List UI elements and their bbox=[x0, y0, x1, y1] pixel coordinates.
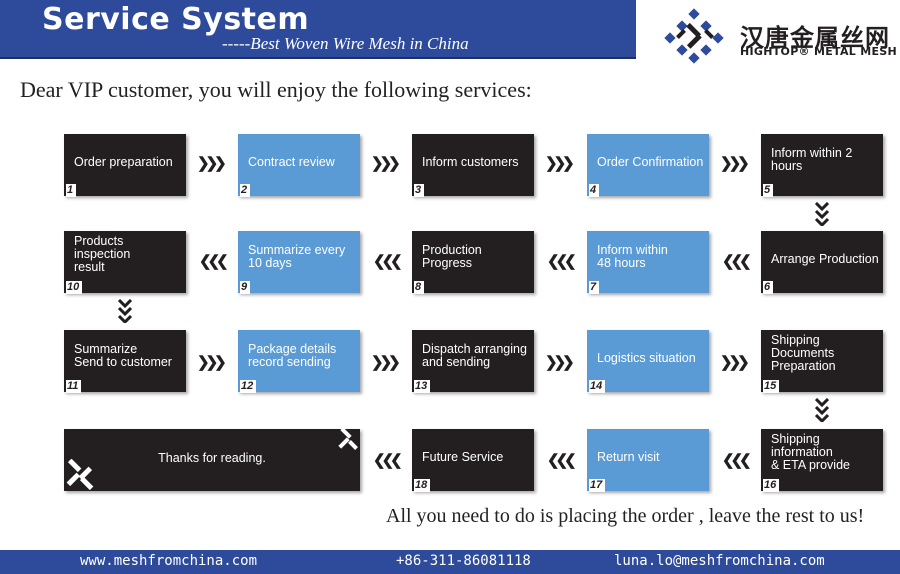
step-label: Order Confirmation bbox=[597, 155, 704, 170]
step-label: Shipping information & ETA provide bbox=[771, 432, 850, 473]
step-number: 15 bbox=[763, 380, 780, 393]
arrow-right-icon: ❯❯❯ bbox=[545, 354, 575, 371]
logo-english-name: HIGHTOP® METAL MESH bbox=[740, 45, 898, 58]
step-shipping-documents-preparation: Shipping Documents Preparation 15 bbox=[761, 330, 883, 393]
arrow-right-icon: ❯❯❯ bbox=[720, 354, 750, 371]
step-inform-customers: Inform customers 3 bbox=[412, 134, 534, 197]
step-order-confirmation: Order Confirmation 4 bbox=[587, 134, 709, 197]
step-future-service: Future Service 18 bbox=[412, 429, 534, 492]
step-label: Contract review bbox=[248, 155, 335, 170]
arrow-down-icon bbox=[815, 202, 829, 226]
arrow-left-icon: ❮❮❮ bbox=[373, 253, 403, 270]
arrow-left-icon: ❮❮❮ bbox=[722, 452, 752, 469]
step-summarize-send-to-customer: Summarize Send to customer 11 bbox=[64, 330, 186, 393]
contact-footer: www.meshfromchina.com +86-311-86081118 l… bbox=[0, 550, 900, 574]
step-label: Products inspection result bbox=[74, 234, 131, 275]
step-summarize-every-10-days: Summarize every 10 days 9 bbox=[238, 231, 360, 294]
step-inform-within-2-hours: Inform within 2 hours 5 bbox=[761, 134, 883, 197]
step-number: 3 bbox=[414, 184, 425, 197]
logo-chinese-name: 汉唐金属丝网 bbox=[740, 24, 890, 52]
step-label: Return visit bbox=[597, 450, 660, 465]
step-label: Inform customers bbox=[422, 155, 519, 170]
step-number: 9 bbox=[240, 281, 251, 294]
arrow-down-icon bbox=[815, 398, 829, 422]
step-contract-review: Contract review 2 bbox=[238, 134, 360, 197]
closing-text: All you need to do is placing the order … bbox=[386, 505, 865, 527]
step-number: 10 bbox=[66, 281, 83, 294]
phone-number[interactable]: +86-311-86081118 bbox=[396, 553, 531, 569]
arrow-left-icon: ❮❮❮ bbox=[722, 253, 752, 270]
step-label: Arrange Production bbox=[771, 252, 879, 267]
arrow-right-icon: ❯❯❯ bbox=[371, 155, 401, 172]
step-number: 11 bbox=[66, 380, 82, 393]
step-label: Summarize Send to customer bbox=[74, 342, 172, 370]
woven-diamond-logo-icon bbox=[664, 8, 724, 64]
step-number: 18 bbox=[414, 479, 431, 492]
step-number: 16 bbox=[763, 479, 780, 492]
email-link[interactable]: luna.lo@meshfromchina.com bbox=[614, 553, 825, 569]
woven-mesh-icon bbox=[338, 429, 358, 450]
company-logo[interactable]: 汉唐金属丝网 HIGHTOP® METAL MESH bbox=[664, 8, 898, 64]
step-label: Dispatch arranging and sending bbox=[422, 342, 527, 370]
step-number: 6 bbox=[763, 281, 774, 294]
step-logistics-situation: Logistics situation 14 bbox=[587, 330, 709, 393]
step-production-progress: Production Progress 8 bbox=[412, 231, 534, 294]
step-package-details-record-sending: Package details record sending 12 bbox=[238, 330, 360, 393]
arrow-down-icon bbox=[118, 299, 132, 323]
step-dispatch-arranging-and-sending: Dispatch arranging and sending 13 bbox=[412, 330, 534, 393]
step-label: Logistics situation bbox=[597, 351, 696, 366]
step-label: Shipping Documents Preparation bbox=[771, 333, 836, 374]
website-link[interactable]: www.meshfromchina.com bbox=[80, 553, 258, 569]
step-number: 12 bbox=[240, 380, 257, 393]
step-label: Summarize every 10 days bbox=[248, 243, 346, 271]
step-arrange-production: Arrange Production 6 bbox=[761, 231, 883, 294]
step-number: 2 bbox=[240, 184, 251, 197]
arrow-left-icon: ❮❮❮ bbox=[373, 452, 403, 469]
step-label: Inform within 2 hours bbox=[771, 146, 853, 174]
step-number: 4 bbox=[589, 184, 600, 197]
arrow-left-icon: ❮❮❮ bbox=[547, 253, 577, 270]
arrow-right-icon: ❯❯❯ bbox=[197, 155, 227, 172]
step-number: 13 bbox=[414, 380, 431, 393]
step-shipping-information-eta: Shipping information & ETA provide 16 bbox=[761, 429, 883, 492]
arrow-left-icon: ❮❮❮ bbox=[199, 253, 229, 270]
step-inform-within-48-hours: Inform within 48 hours 7 bbox=[587, 231, 709, 294]
arrow-left-icon: ❮❮❮ bbox=[547, 452, 577, 469]
arrow-right-icon: ❯❯❯ bbox=[197, 354, 227, 371]
step-number: 8 bbox=[414, 281, 425, 294]
woven-mesh-icon bbox=[66, 459, 94, 491]
arrow-right-icon: ❯❯❯ bbox=[720, 155, 750, 172]
step-label: Inform within 48 hours bbox=[597, 243, 668, 271]
thanks-banner: Thanks for reading. bbox=[64, 429, 360, 491]
step-label: Future Service bbox=[422, 450, 504, 465]
step-order-preparation: Order preparation 1 bbox=[64, 134, 186, 197]
arrow-right-icon: ❯❯❯ bbox=[371, 354, 401, 371]
step-number: 1 bbox=[66, 184, 77, 197]
step-label: Package details record sending bbox=[248, 342, 337, 370]
thanks-text: Thanks for reading. bbox=[158, 451, 266, 465]
step-label: Order preparation bbox=[74, 155, 173, 170]
header-banner: Service System -----Best Woven Wire Mesh… bbox=[0, 0, 636, 59]
page-subtitle: -----Best Woven Wire Mesh in China bbox=[222, 34, 469, 53]
step-number: 5 bbox=[763, 184, 774, 197]
step-number: 17 bbox=[589, 479, 606, 492]
step-number: 14 bbox=[589, 380, 606, 393]
arrow-right-icon: ❯❯❯ bbox=[545, 155, 575, 172]
step-label: Production Progress bbox=[422, 243, 482, 271]
step-number: 7 bbox=[589, 281, 600, 294]
step-products-inspection-result: Products inspection result 10 bbox=[64, 231, 186, 294]
step-return-visit: Return visit 17 bbox=[587, 429, 709, 492]
greeting-text: Dear VIP customer, you will enjoy the fo… bbox=[20, 77, 532, 102]
page-title: Service System bbox=[42, 2, 310, 37]
